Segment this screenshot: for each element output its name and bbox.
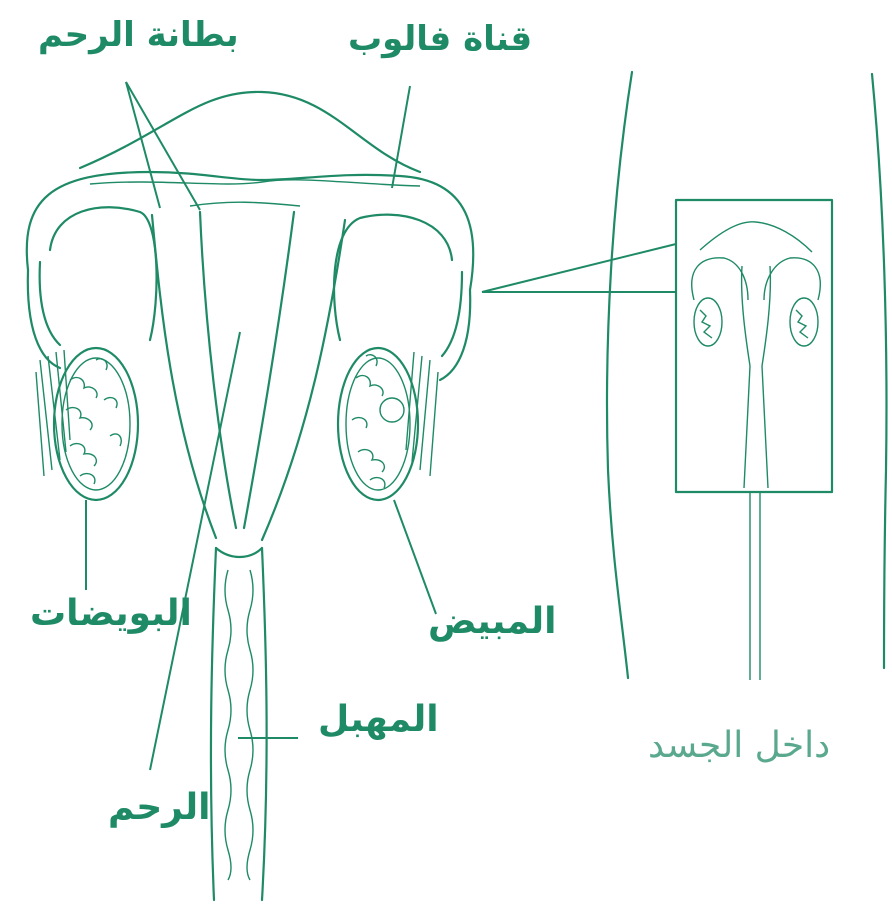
endometrium-lining xyxy=(190,202,300,206)
left-tube-inner xyxy=(50,207,157,340)
leader-endometrium-2 xyxy=(126,82,160,208)
ovary-right xyxy=(338,348,438,500)
leader-endometrium-1 xyxy=(126,82,200,210)
leader-fallopian xyxy=(392,86,410,188)
uterus-cavity-right xyxy=(244,212,294,528)
body-outline-left xyxy=(607,72,632,678)
cervix xyxy=(216,548,262,557)
ovary-left xyxy=(36,348,138,500)
right-tube-loop xyxy=(440,290,470,380)
right-tube-inner xyxy=(334,215,452,340)
uterus-cavity-left xyxy=(200,212,236,528)
uterus-large xyxy=(27,82,474,900)
vagina-inner-right xyxy=(247,570,253,880)
uterus-right-wall xyxy=(262,220,345,540)
inset-box xyxy=(676,200,832,492)
vagina-left xyxy=(211,548,216,900)
uterus-left-wall xyxy=(152,215,216,538)
connector-line-top xyxy=(482,244,676,292)
fallopian-tube-right xyxy=(262,175,473,290)
label-vagina: المهبل xyxy=(318,702,439,738)
fallopian-tube-left xyxy=(27,172,262,270)
vagina-inner-left xyxy=(225,570,231,880)
label-fallopian-tube: قناة فالوب xyxy=(348,22,532,56)
left-tube-inner2 xyxy=(40,262,60,345)
inset-body xyxy=(607,72,886,680)
label-eggs: البويضات xyxy=(30,596,192,632)
right-tube-inner2 xyxy=(442,272,462,356)
body-outline-right xyxy=(872,74,886,668)
label-endometrium: بطانة الرحم xyxy=(38,18,239,52)
leader-uterus xyxy=(150,332,240,770)
leader-ovary xyxy=(394,500,436,614)
label-uterus: الرحم xyxy=(108,790,210,826)
label-ovary: المبيض xyxy=(428,604,557,640)
label-inside-body: داخل الجسد xyxy=(648,728,830,764)
vagina-right xyxy=(262,548,267,900)
